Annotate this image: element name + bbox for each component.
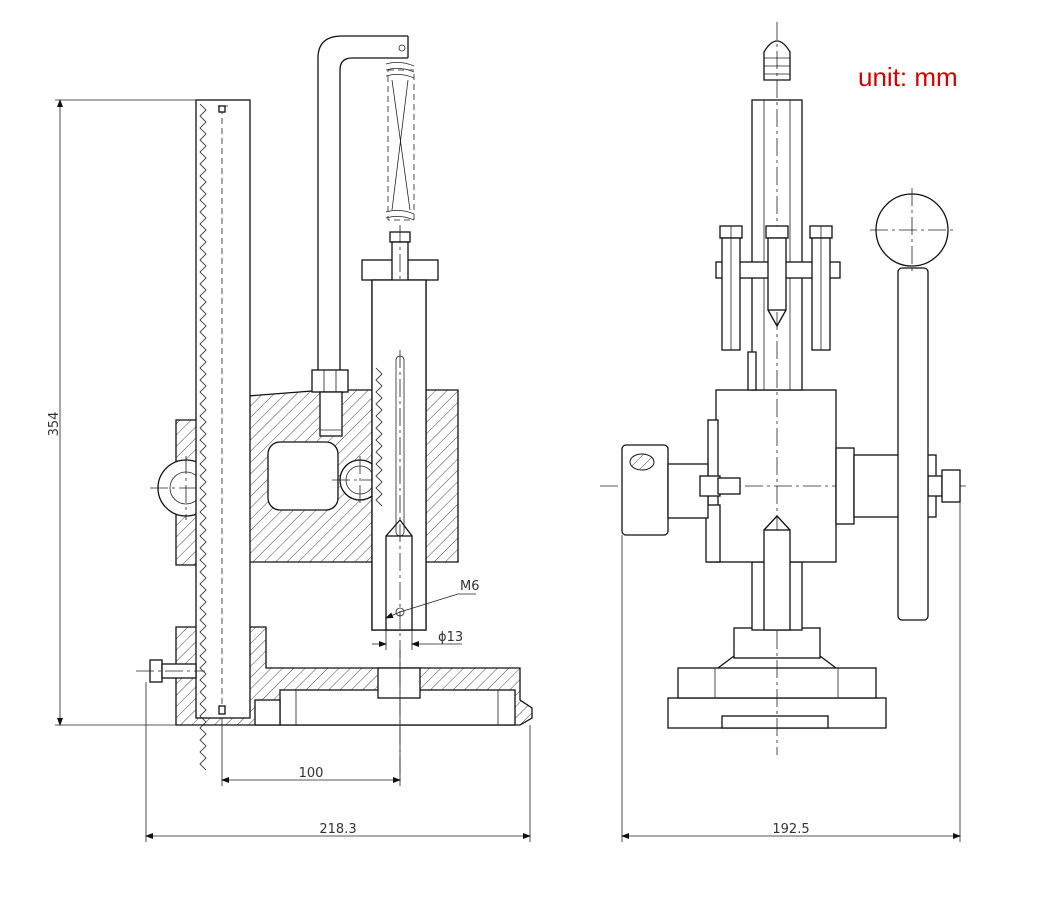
- dim-center-distance-label: 100: [299, 766, 324, 781]
- front-bolts: [719, 225, 833, 351]
- dim-height-label: 354: [47, 412, 62, 437]
- dim-front-width-label: 192.5: [772, 822, 809, 837]
- front-view: 192.5: [600, 22, 970, 842]
- unit-label: unit: mm: [858, 62, 958, 92]
- dim-thread-label: M6: [460, 579, 480, 594]
- front-handle-bar: [897, 267, 929, 621]
- side-view: M6 ϕ13 354 100 218.3: [47, 35, 533, 842]
- dim-diameter-label: ϕ13: [438, 630, 463, 645]
- side-rack-column: [195, 99, 251, 719]
- side-l-bar: [317, 35, 409, 372]
- dim-side-width-label: 218.3: [319, 822, 356, 837]
